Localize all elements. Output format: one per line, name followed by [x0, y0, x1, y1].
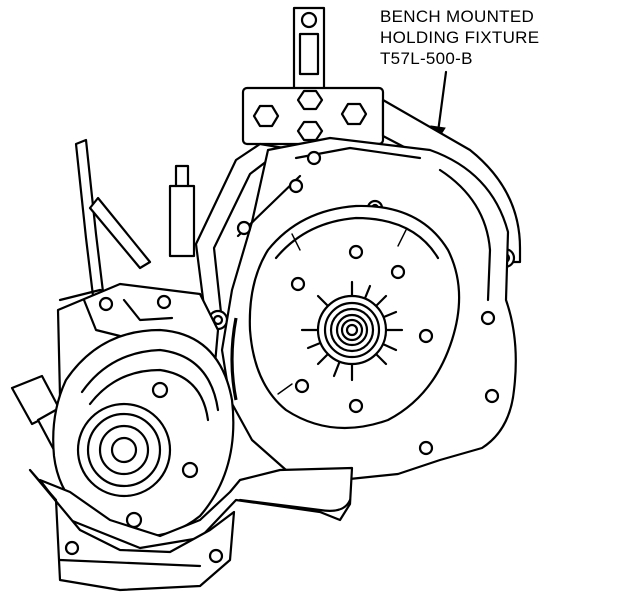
holding-fixture [194, 6, 522, 331]
callout-line-3: T57L-500-B [380, 49, 473, 68]
input-shaft-hub [300, 280, 404, 382]
fixture-callout-label: BENCH MOUNTED HOLDING FIXTURE T57L-500-B [380, 6, 616, 69]
callout-line-1: BENCH MOUNTED [380, 7, 535, 26]
extension-housing [52, 328, 235, 538]
filler-tube [58, 138, 196, 306]
callout-line-2: HOLDING FIXTURE [380, 28, 540, 47]
case-seam [230, 317, 238, 401]
oil-pan [28, 466, 354, 592]
